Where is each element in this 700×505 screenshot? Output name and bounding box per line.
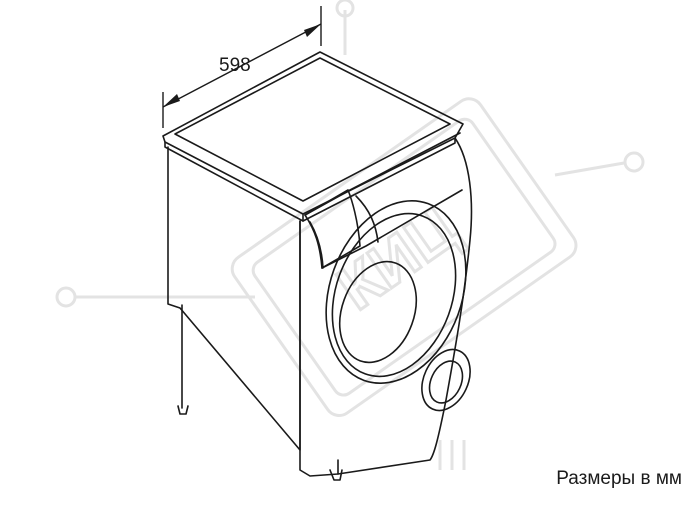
dimension-arrow-icon: [304, 24, 321, 37]
width-value-label: 598: [219, 55, 251, 76]
watermark: [55, 0, 645, 470]
door: [325, 200, 467, 384]
caption: Размеры в мм: [556, 468, 682, 489]
width-dimension: [162, 6, 322, 128]
dimension-line: [162, 23, 322, 108]
machine-outline: [162, 51, 473, 481]
dimension-arrow-icon: [163, 94, 180, 107]
service-hatch: [421, 348, 471, 412]
